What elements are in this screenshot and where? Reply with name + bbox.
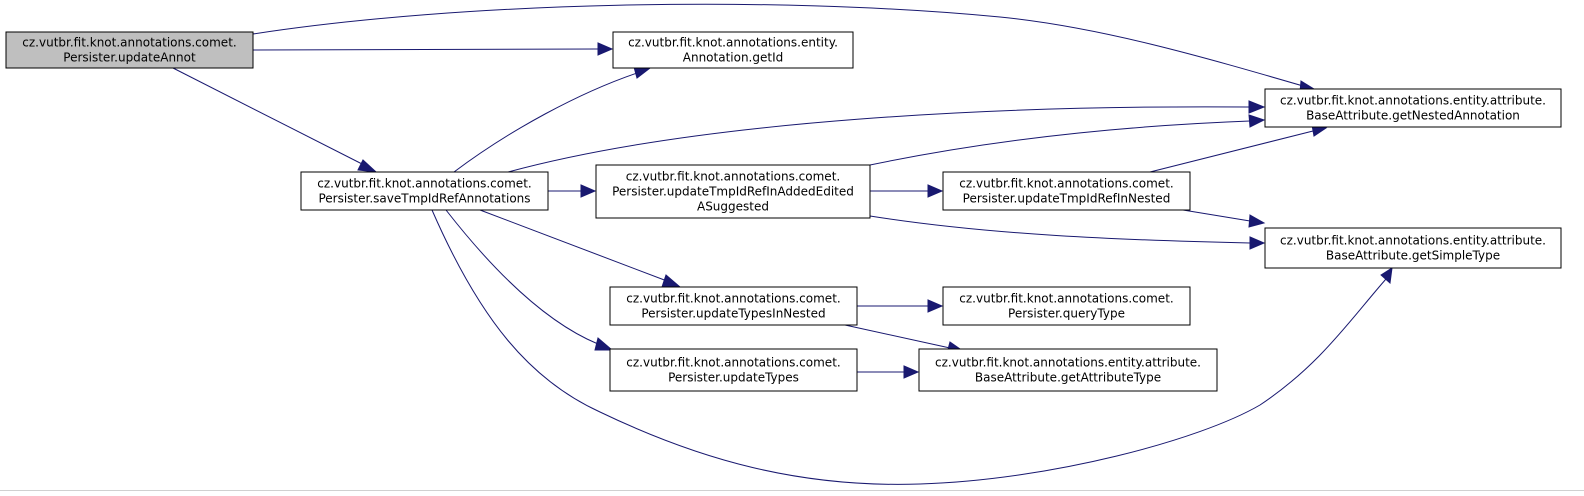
node-label-line: cz.vutbr.fit.knot.annotations.comet.: [22, 36, 236, 50]
node-saveTmpIdRefAnnotations[interactable]: cz.vutbr.fit.knot.annotations.comet.Pers…: [300, 171, 549, 211]
node-box: [612, 31, 854, 69]
node-getNestedAnnotation[interactable]: cz.vutbr.fit.knot.annotations.entity.att…: [1264, 88, 1562, 128]
edge-line: [453, 71, 641, 173]
edge-updateTypes-to-getAttributeType: [857, 365, 920, 379]
edge-updateTmpIdRefInNested-to-getSimpleType: [1182, 209, 1266, 228]
edge-line: [252, 48, 599, 51]
edge-saveTmpIdRefAnnotations-to-updateTmpIdRefInAddedEditedASuggested: [548, 184, 597, 198]
arrowhead-icon: [1248, 214, 1266, 228]
bottom-divider: [0, 490, 1584, 491]
node-label-line: Persister.updateTypesInNested: [641, 307, 825, 321]
node-label-line: cz.vutbr.fit.knot.annotations.entity.att…: [1280, 234, 1546, 248]
edge-updateTmpIdRefInAddedEditedASuggested-to-getSimpleType: [869, 215, 1266, 250]
node-label-line: cz.vutbr.fit.knot.annotations.entity.att…: [935, 356, 1201, 370]
edge-line: [869, 120, 1251, 166]
edge-saveTmpIdRefAnnotations-to-updateTypes: [445, 209, 614, 351]
node-box: [5, 31, 254, 69]
arrowhead-icon: [633, 66, 652, 79]
node-label-line: Persister.updateTmpIdRefInAddedEdited: [612, 185, 854, 199]
node-label-line: Persister.updateTmpIdRefInNested: [963, 192, 1171, 206]
node-label-line: BaseAttribute.getSimpleType: [1326, 249, 1500, 263]
edge-updateTmpIdRefInAddedEditedASuggested-to-getNestedAnnotation: [869, 114, 1266, 166]
arrowhead-icon: [903, 365, 920, 379]
node-box: [1264, 227, 1562, 269]
edge-updateTmpIdRefInNested-to-getNestedAnnotation: [1149, 124, 1328, 173]
node-updateAnnot: cz.vutbr.fit.knot.annotations.comet.Pers…: [5, 31, 254, 69]
edge-line: [479, 209, 668, 282]
arrowhead-icon: [661, 274, 682, 288]
edge-updateTypesInNested-to-queryType: [857, 299, 944, 313]
node-label-line: cz.vutbr.fit.knot.annotations.comet.: [317, 177, 531, 191]
edge-line: [1182, 209, 1251, 222]
node-label-line: Persister.updateAnnot: [63, 51, 196, 65]
node-box: [942, 286, 1191, 326]
edge-updateAnnot-to-getId: [252, 42, 614, 56]
arrowhead-icon: [357, 159, 378, 173]
edge-saveTmpIdRefAnnotations-to-getId: [453, 66, 652, 173]
node-box: [300, 171, 549, 211]
node-label-line: cz.vutbr.fit.knot.annotations.entity.: [628, 36, 838, 50]
edge-line: [431, 209, 1387, 485]
node-updateTmpIdRefInNested[interactable]: cz.vutbr.fit.knot.annotations.comet.Pers…: [942, 171, 1191, 211]
node-updateTypes[interactable]: cz.vutbr.fit.knot.annotations.comet.Pers…: [609, 348, 858, 392]
edge-line: [252, 3, 1311, 89]
edge-saveTmpIdRefAnnotations-to-updateTypesInNested: [479, 209, 682, 288]
node-label-line: BaseAttribute.getAttributeType: [975, 371, 1161, 385]
node-label-line: BaseAttribute.getNestedAnnotation: [1306, 109, 1520, 123]
node-label-line: Annotation.getId: [683, 51, 783, 65]
node-label-line: cz.vutbr.fit.knot.annotations.comet.: [626, 356, 840, 370]
edge-saveTmpIdRefAnnotations-to-getNestedAnnotation: [507, 100, 1266, 173]
node-label-line: ASuggested: [697, 200, 769, 214]
node-label-line: cz.vutbr.fit.knot.annotations.comet.: [626, 292, 840, 306]
node-updateTmpIdRefInAddedEditedASuggested[interactable]: cz.vutbr.fit.knot.annotations.comet.Pers…: [595, 164, 871, 219]
edge-updateAnnot-to-saveTmpIdRefAnnotations: [172, 67, 378, 173]
node-label-line: cz.vutbr.fit.knot.annotations.comet.: [626, 170, 840, 184]
edge-saveTmpIdRefAnnotations-to-getSimpleType: [431, 209, 1393, 485]
arrowhead-icon: [1248, 114, 1266, 128]
node-label-line: Persister.queryType: [1008, 307, 1125, 321]
arrowhead-icon: [597, 42, 614, 56]
arrowhead-icon: [1249, 236, 1266, 250]
node-label-line: cz.vutbr.fit.knot.annotations.comet.: [959, 177, 1173, 191]
node-label-line: cz.vutbr.fit.knot.annotations.comet.: [959, 292, 1173, 306]
node-getAttributeType[interactable]: cz.vutbr.fit.knot.annotations.entity.att…: [918, 348, 1218, 392]
node-label-line: Persister.updateTypes: [668, 371, 799, 385]
edge-line: [172, 67, 367, 167]
arrowhead-icon: [1380, 267, 1393, 284]
arrowhead-icon: [594, 337, 614, 351]
node-box: [609, 286, 858, 326]
edge-line: [844, 324, 951, 349]
node-label-line: Persister.saveTmpIdRefAnnotations: [318, 192, 530, 206]
node-box: [595, 164, 871, 219]
node-label-line: cz.vutbr.fit.knot.annotations.entity.att…: [1280, 94, 1546, 108]
edge-line: [1149, 130, 1314, 173]
node-getSimpleType[interactable]: cz.vutbr.fit.knot.annotations.entity.att…: [1264, 227, 1562, 269]
edge-line: [507, 106, 1251, 173]
call-nodes: cz.vutbr.fit.knot.annotations.comet.Pers…: [5, 31, 1562, 392]
call-edges: [172, 3, 1393, 485]
edge-line: [869, 215, 1251, 244]
arrowhead-icon: [927, 184, 944, 198]
node-box: [942, 171, 1191, 211]
node-updateTypesInNested[interactable]: cz.vutbr.fit.knot.annotations.comet.Pers…: [609, 286, 858, 326]
edge-updateTmpIdRefInAddedEditedASuggested-to-updateTmpIdRefInNested: [870, 184, 944, 198]
edge-line: [445, 209, 599, 345]
node-getId[interactable]: cz.vutbr.fit.knot.annotations.entity.Ann…: [612, 31, 854, 69]
arrowhead-icon: [927, 299, 944, 313]
node-box: [609, 348, 858, 392]
node-box: [918, 348, 1218, 392]
arrowhead-icon: [580, 184, 597, 198]
node-queryType[interactable]: cz.vutbr.fit.knot.annotations.comet.Pers…: [942, 286, 1191, 326]
node-box: [1264, 88, 1562, 128]
arrowhead-icon: [1248, 100, 1266, 114]
